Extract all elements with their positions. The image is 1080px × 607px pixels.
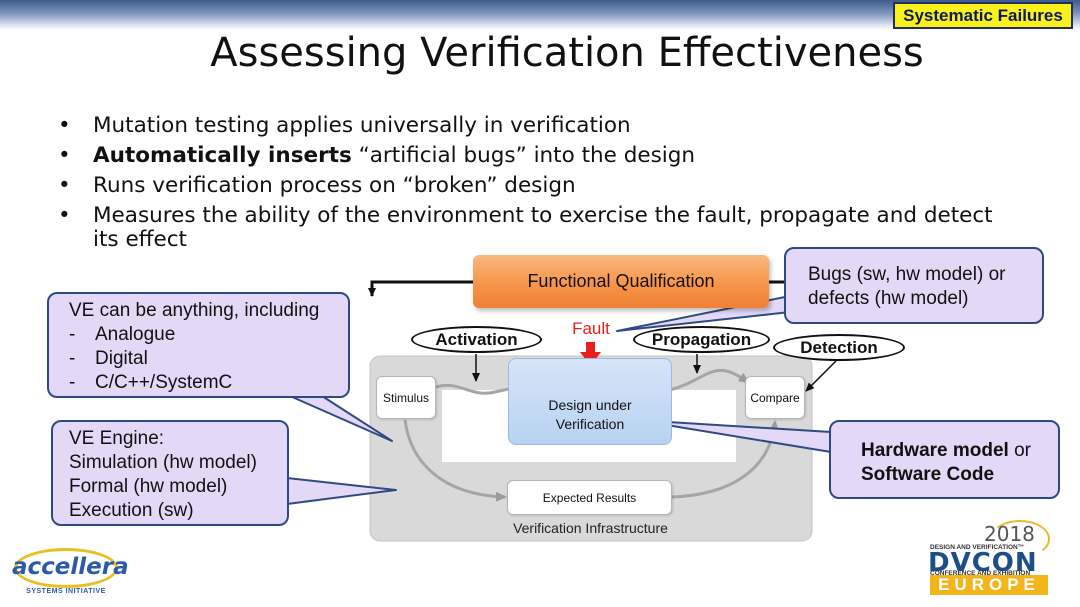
detection-oval: Detection	[773, 334, 905, 361]
dvcon-subtitle: CONFERENCE AND EXHIBITION	[930, 570, 1031, 577]
hw-or: or	[1008, 440, 1032, 461]
fault-label: Fault	[572, 319, 610, 338]
stimulus-to-expected-arrow	[403, 419, 507, 502]
ve-item: -Digital	[69, 348, 148, 369]
dut-label-line2: Verification	[555, 416, 625, 432]
ve-item: -Analogue	[69, 324, 176, 345]
bullet-text-cont: its effect	[93, 227, 187, 252]
accellera-wordmark: accellera	[12, 554, 129, 580]
verification-infrastructure-label: Verification Infrastructure	[513, 520, 668, 536]
bullet-item: Automatically inserts “artificial bugs” …	[58, 143, 1048, 169]
compare-box: Compare	[745, 376, 805, 419]
stimulus-box: Stimulus	[376, 376, 436, 419]
engine-title: VE Engine:	[69, 428, 165, 449]
section-tag: Systematic Failures	[893, 2, 1073, 29]
functional-qualification-box: Functional Qualification	[473, 255, 769, 308]
accellera-ring	[14, 548, 118, 588]
bullet-text: “artificial bugs” into the design	[351, 143, 696, 168]
detection-pointer	[805, 360, 837, 392]
bullet-text: Runs verification process on “broken” de…	[93, 173, 576, 198]
dut-label-line1: Design under	[548, 397, 632, 413]
dvcon-ring	[990, 520, 1050, 558]
page-title: Assessing Verification Effectiveness	[210, 30, 924, 76]
engine-item: Formal (hw model)	[69, 476, 228, 497]
bugs-line2: defects (hw model)	[808, 288, 969, 309]
hardware-software-callout: Hardware model or Software Code	[829, 420, 1060, 499]
ve-callout: VE can be anything, including -Analogue …	[47, 292, 350, 398]
feedback-arrow	[368, 280, 473, 297]
engine-item: Execution (sw)	[69, 500, 194, 521]
dvcon-wordmark: DVCON	[928, 548, 1038, 578]
ve-engine-callout: VE Engine: Simulation (hw model) Formal …	[51, 420, 289, 526]
dash: -	[69, 372, 76, 393]
bullet-item: Measures the ability of the environment …	[58, 204, 1048, 252]
expected-results-box: Expected Results	[507, 480, 672, 515]
design-under-verification-box: Design under Verification	[508, 358, 672, 445]
bullet-item: Mutation testing applies universally in …	[58, 113, 1048, 139]
bullet-text: Mutation testing applies universally in …	[93, 113, 631, 138]
dvcon-tagline: DESIGN AND VERIFICATION™	[930, 544, 1025, 551]
bugs-line1: Bugs (sw, hw model) or	[808, 264, 1006, 285]
fault-arrow-icon	[580, 342, 601, 366]
bullet-bold-text: Automatically inserts	[93, 143, 352, 168]
dash: -	[69, 324, 76, 345]
bullet-text: Measures the ability of the environment …	[93, 203, 993, 228]
engine-item: Simulation (hw model)	[69, 452, 257, 473]
dvcon-year: 2018	[984, 522, 1035, 546]
propagation-oval: Propagation	[633, 326, 770, 353]
sw-bold: Software Code	[861, 464, 995, 485]
dvcon-logo: 2018 DESIGN AND VERIFICATION™ DVCON CONF…	[928, 520, 1052, 600]
bugs-callout: Bugs (sw, hw model) or defects (hw model…	[784, 247, 1044, 324]
bullet-item: Runs verification process on “broken” de…	[58, 173, 1048, 199]
accellera-subtitle: SYSTEMS INITIATIVE	[26, 588, 106, 595]
dash: -	[69, 348, 76, 369]
ve-title: VE can be anything, including	[69, 300, 320, 321]
hw-bold: Hardware model	[861, 440, 1009, 461]
activation-oval: Activation	[411, 326, 542, 353]
ve-item: -C/C++/SystemC	[69, 372, 233, 393]
dvcon-region: EUROPE	[930, 575, 1048, 595]
bullet-list: Mutation testing applies universally in …	[58, 114, 1048, 258]
accellera-logo: accellera SYSTEMS INITIATIVE	[12, 546, 129, 600]
